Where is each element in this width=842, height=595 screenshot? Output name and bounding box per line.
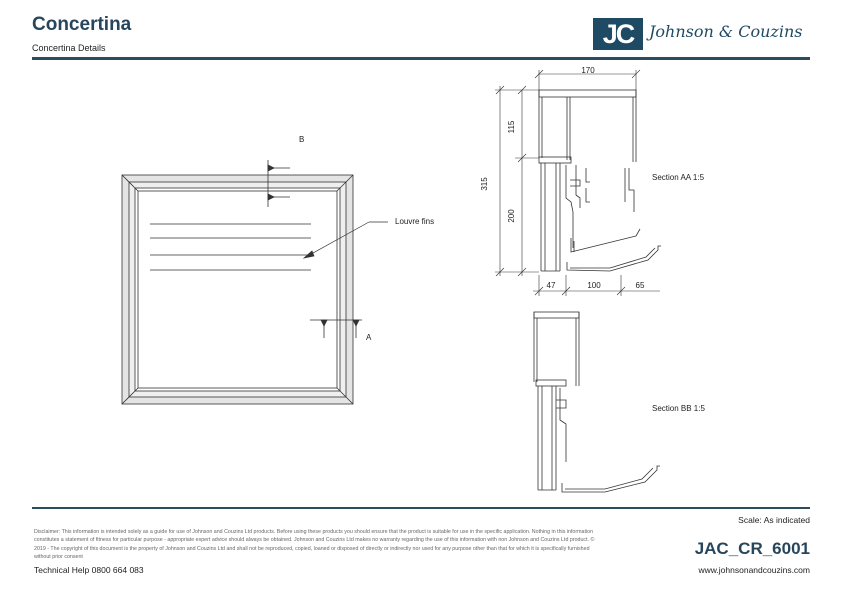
label-b: B bbox=[299, 135, 304, 144]
technical-help: Technical Help 0800 664 083 bbox=[34, 565, 144, 575]
company-logo: JC Johnson & Couzins bbox=[593, 18, 811, 50]
disclaimer-text: Disclaimer: This information is intended… bbox=[34, 529, 595, 560]
dim-100: 100 bbox=[587, 281, 601, 290]
footer-rule bbox=[32, 507, 810, 509]
section-bb-profile bbox=[533, 311, 660, 493]
section-aa-label: Section AA 1:5 bbox=[652, 173, 705, 182]
dim-200: 200 bbox=[507, 209, 516, 223]
dim-65: 65 bbox=[636, 281, 645, 290]
dim-315: 315 bbox=[480, 177, 489, 191]
dim-47: 47 bbox=[547, 281, 556, 290]
drawing-code: JAC_CR_6001 bbox=[694, 539, 810, 558]
scale-note: Scale: As indicated bbox=[738, 515, 810, 525]
dim-115: 115 bbox=[507, 120, 516, 133]
logo-mark: JC bbox=[593, 18, 643, 50]
label-a: A bbox=[366, 333, 372, 342]
section-aa-dimensions bbox=[495, 69, 660, 296]
dim-170: 170 bbox=[581, 66, 595, 75]
louvre-label: Louvre fins bbox=[395, 217, 434, 226]
louvre-leader bbox=[302, 221, 388, 259]
logo-wordmark: Johnson & Couzins bbox=[649, 22, 803, 41]
website-link[interactable]: www.johnsonandcouzins.com bbox=[698, 565, 810, 575]
page-title: Concertina bbox=[32, 14, 132, 35]
section-marker-a bbox=[310, 319, 362, 338]
section-marker-b bbox=[267, 160, 290, 207]
page-subtitle: Concertina Details bbox=[32, 43, 106, 53]
section-bb-label: Section BB 1:5 bbox=[652, 404, 705, 413]
header-rule bbox=[32, 57, 810, 60]
louvre-fins bbox=[150, 223, 311, 271]
section-aa-profile bbox=[538, 89, 661, 272]
frame-elevation bbox=[121, 174, 354, 405]
